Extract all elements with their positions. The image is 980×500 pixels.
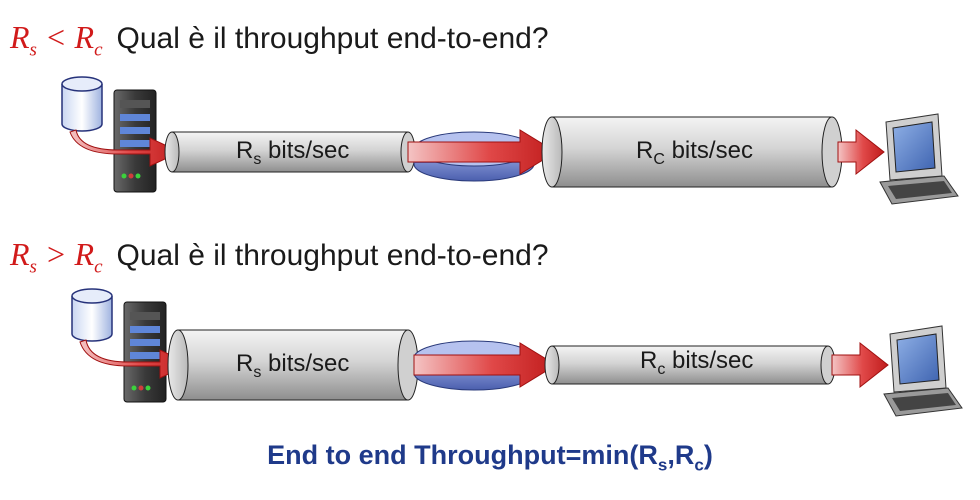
scenario-1-topology — [61, 76, 959, 205]
scenario-2-topology — [71, 288, 963, 417]
server-icon — [113, 89, 157, 193]
scenario-1-question: Qual è il throughput end-to-end? — [116, 22, 549, 55]
router-flow-arrow — [407, 129, 557, 175]
client-flow-arrow — [831, 341, 889, 389]
scenario-2-client-link-label: Rc bits/sec — [640, 347, 754, 378]
client-computer-icon — [879, 113, 959, 205]
scenario-1-condition: Rs < Rc — [10, 19, 103, 61]
link-client-pipe — [544, 345, 836, 385]
database-icon — [71, 288, 113, 342]
scenario-2-question: Qual è il throughput end-to-end? — [116, 239, 549, 272]
database-icon — [61, 76, 103, 132]
scenario-2-heading: Rs > Rc Qual è il throughput end-to-end? — [10, 237, 549, 284]
link-client-pipe — [541, 116, 843, 188]
scenario-1-heading: Rs < Rc Qual è il throughput end-to-end? — [10, 20, 549, 67]
scenario-2-server-link-label: Rs bits/sec — [236, 350, 350, 381]
server-icon — [123, 301, 167, 403]
link-server-pipe — [167, 329, 419, 401]
client-flow-arrow — [837, 128, 885, 176]
scenario-2-condition: Rs > Rc — [10, 236, 103, 278]
router-flow-arrow — [413, 342, 557, 388]
throughput-conclusion: End to end Throughput=min(Rs,Rc) — [267, 440, 713, 475]
scenario-1-client-link-label: RC bits/sec — [636, 137, 753, 168]
client-computer-icon — [883, 325, 963, 417]
scenario-1-server-link-label: Rs bits/sec — [236, 137, 350, 168]
